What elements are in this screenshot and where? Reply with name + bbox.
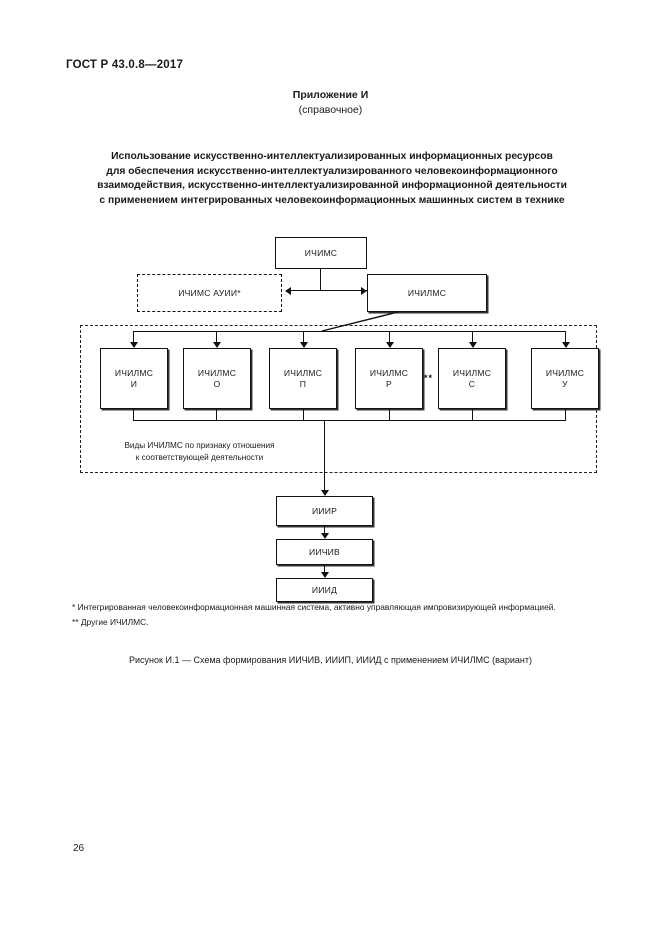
- type-1-line-1: ИЧИЛМС: [114, 367, 154, 378]
- page-title: Использование искусственно-интеллектуали…: [62, 150, 602, 208]
- type-4-line-2: Р: [386, 378, 392, 389]
- type-6-line-2: У: [562, 378, 568, 389]
- diagram-box-output-1[interactable]: ИИИР: [276, 496, 373, 526]
- type-2-line-2: О: [213, 378, 221, 389]
- footnote-2: ** Другие ИЧИЛМС.: [72, 617, 149, 627]
- footnote-marker-double-asterisk: **: [424, 373, 434, 383]
- arrow-left-icon: [285, 287, 291, 295]
- diagram-box-type-6[interactable]: ИЧИЛМС У: [531, 348, 599, 409]
- diagram-box-type-5[interactable]: ИЧИЛМС С: [438, 348, 506, 409]
- page-title-line-1: Использование искусственно-интеллектуали…: [111, 151, 553, 162]
- page-title-line-3: взаимодействия, искусственно-интеллектуа…: [97, 180, 567, 192]
- connector-horizontal-bus: [291, 290, 367, 292]
- appendix-subtitle: (справочное): [298, 104, 363, 116]
- diagram-box-ichims[interactable]: ИЧИМС: [275, 237, 367, 269]
- footnotes: * Интегрированная человекоинформационная…: [72, 600, 617, 630]
- page-number: 26: [73, 843, 85, 854]
- diagram-box-output-3[interactable]: ИИИД: [276, 578, 373, 602]
- diagram-box-type-4[interactable]: ИЧИЛМС Р: [355, 348, 423, 409]
- standard-header: ГОСТ Р 43.0.8—2017: [66, 59, 184, 71]
- diagram-group-caption: Виды ИЧИЛМС по признаку отношения к соот…: [92, 440, 307, 463]
- page-title-line-4: с применением интегрированных человекоин…: [99, 194, 565, 206]
- diagram-box-ichims-auii[interactable]: ИЧИМС АУИИ*: [137, 274, 282, 312]
- diagram-box-output-2[interactable]: ИИЧИВ: [276, 539, 373, 565]
- type-2-line-1: ИЧИЛМС: [197, 367, 237, 378]
- type-6-line-1: ИЧИЛМС: [545, 367, 585, 378]
- type-3-line-2: П: [299, 378, 307, 389]
- type-1-line-2: И: [130, 378, 138, 389]
- diagram-box-type-3[interactable]: ИЧИЛМС П: [269, 348, 337, 409]
- diagram-box-type-1[interactable]: ИЧИЛМС И: [100, 348, 168, 409]
- diagram-box-type-2[interactable]: ИЧИЛМС О: [183, 348, 251, 409]
- diagram-box-ichilms[interactable]: ИЧИЛМС: [367, 274, 487, 312]
- group-caption-line-1: Виды ИЧИЛМС по признаку отношения: [124, 441, 275, 450]
- group-caption-line-2: к соответствующей деятельности: [135, 452, 264, 462]
- appendix-title: Приложение И: [292, 89, 369, 101]
- figure-caption: Рисунок И.1 — Схема формирования ИИЧИВ, …: [129, 655, 532, 665]
- type-5-line-2: С: [468, 378, 476, 389]
- connector-to-output-3: [324, 565, 326, 576]
- connector-ichims-down: [320, 269, 322, 291]
- page-title-line-2: для обеспечения искусственно-интеллектуа…: [106, 165, 558, 177]
- footnote-1: * Интегрированная человекоинформационная…: [72, 602, 556, 612]
- type-5-line-1: ИЧИЛМС: [452, 367, 492, 378]
- type-3-line-1: ИЧИЛМС: [283, 367, 323, 378]
- appendix-heading: Приложение И (справочное): [0, 88, 661, 118]
- connector-to-output-2: [324, 526, 326, 537]
- type-4-line-1: ИЧИЛМС: [369, 367, 409, 378]
